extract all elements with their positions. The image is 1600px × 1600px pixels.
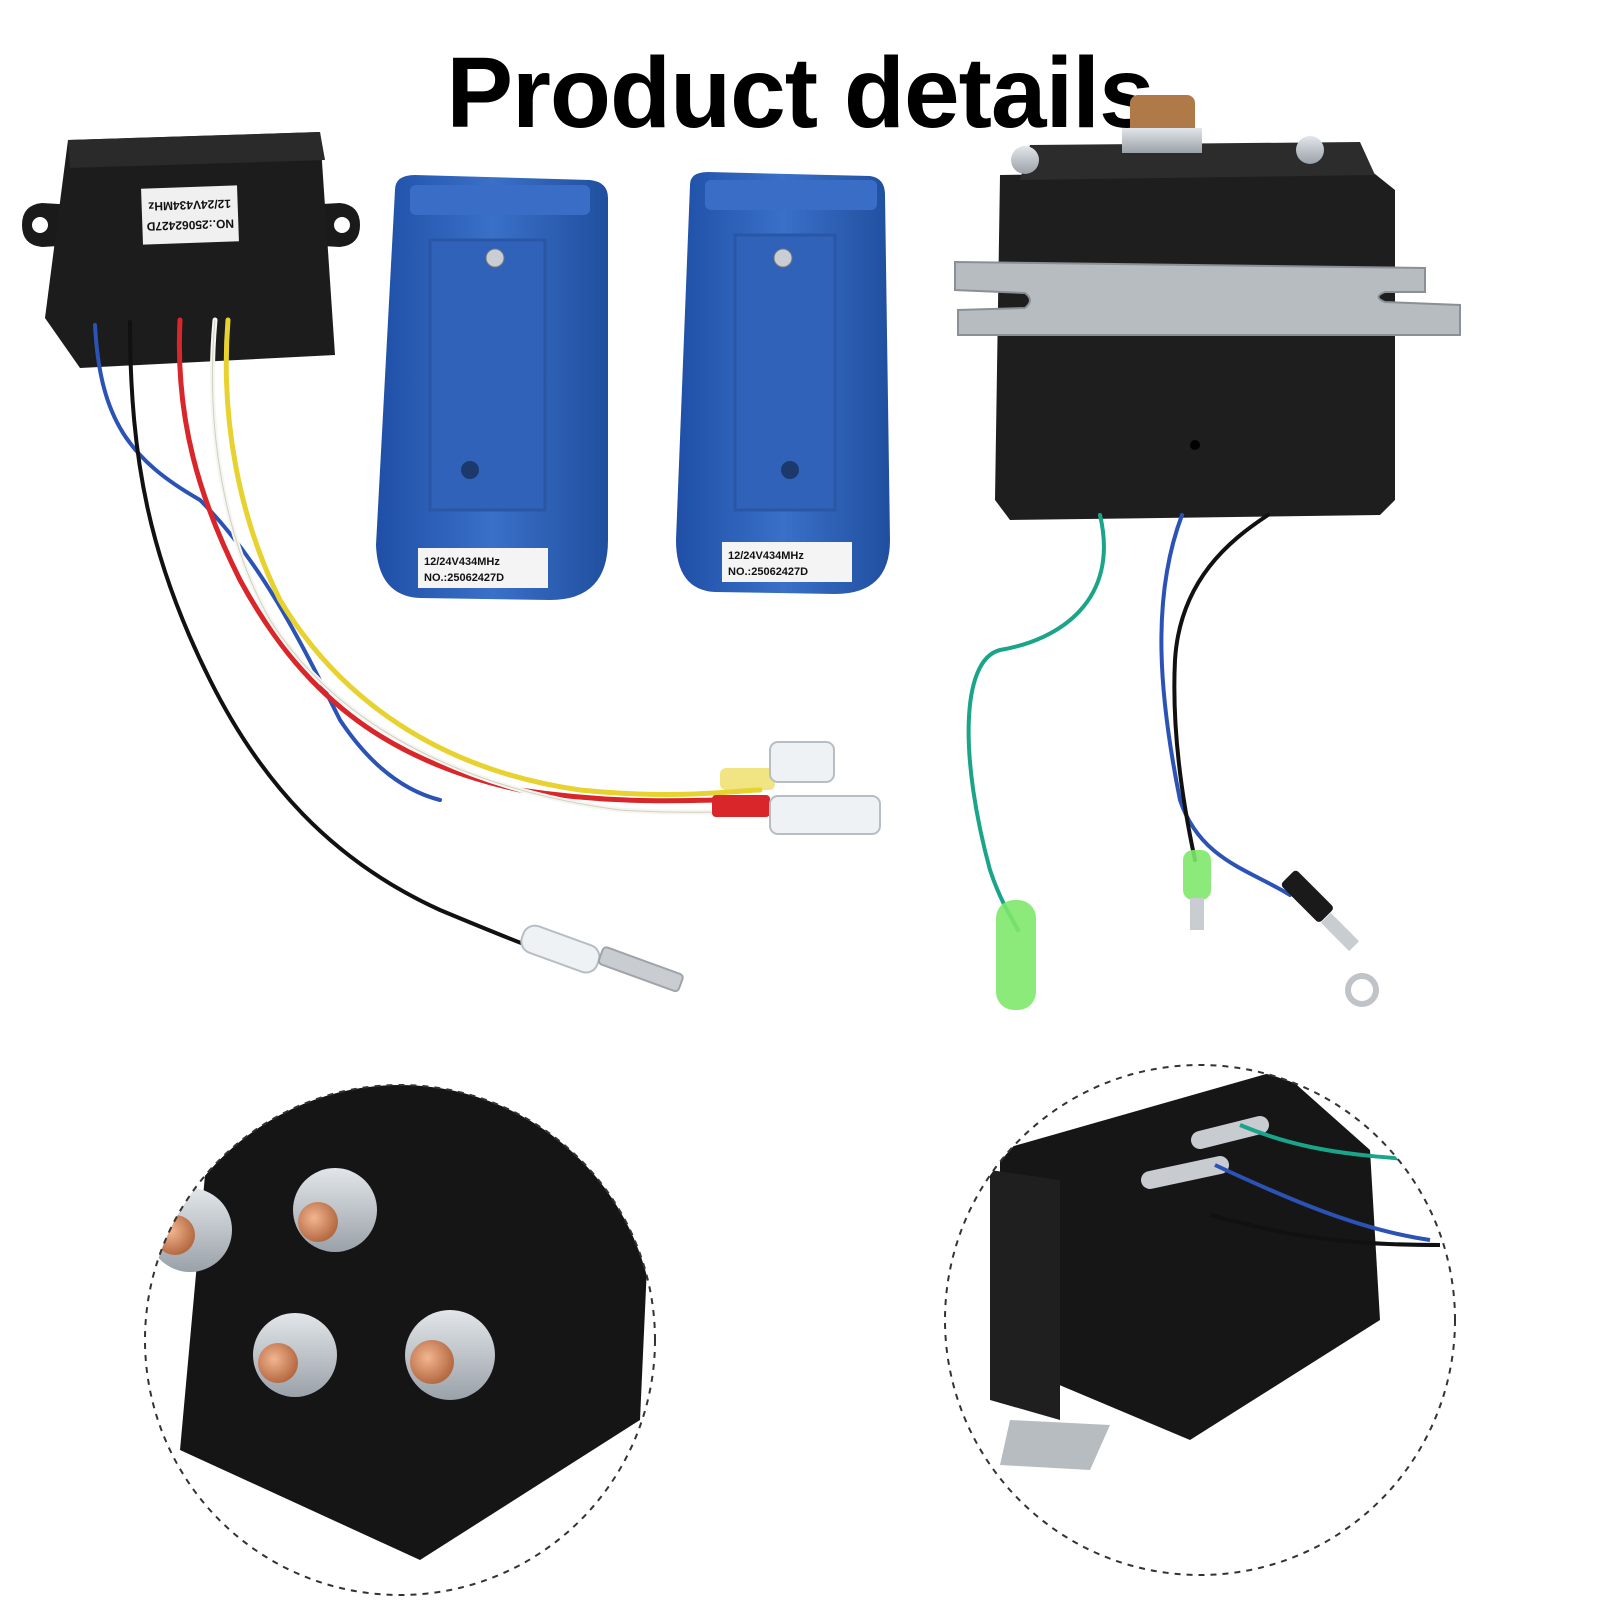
- green-terminal-right: [1183, 850, 1211, 930]
- terminal-stud-2: [293, 1168, 377, 1252]
- spade-terminal-bottom: [712, 795, 881, 835]
- remote-right-label-line1: 12/24V434MHz: [728, 550, 804, 562]
- contactor-wires: [966, 513, 1292, 932]
- contactor-box: [954, 95, 1461, 520]
- remote-left: 12/24V434MHz NO.:25062427D: [376, 175, 608, 600]
- ring-terminal: [1281, 870, 1379, 1007]
- mounting-bracket: [954, 260, 1461, 336]
- remote-left-label-line2: NO.:25062427D: [424, 572, 504, 584]
- receiver-label-line2: 12/24V434MHz: [148, 197, 231, 214]
- terminal-stud-3: [253, 1313, 337, 1397]
- page-title: Product details: [446, 37, 1154, 149]
- detail-circle-terminals: [144, 1084, 656, 1596]
- receiver-label-line1: NO.:25062427D: [146, 216, 234, 233]
- terminal-stud-4: [405, 1310, 495, 1400]
- bullet-connector: [520, 924, 684, 993]
- detail-circle-connectors: [944, 1064, 1456, 1576]
- remote-right: 12/24V434MHz NO.:25062427D: [676, 172, 890, 594]
- receiver-box: NO.:25062427D 12/24V434MHz: [22, 132, 360, 368]
- remote-right-label-line2: NO.:25062427D: [728, 566, 808, 578]
- terminal-stud-1: [148, 1188, 232, 1272]
- remote-left-label-line1: 12/24V434MHz: [424, 556, 500, 568]
- spade-terminal-top: [720, 741, 835, 790]
- green-terminal-left: [996, 900, 1036, 1010]
- receiver-wires: [93, 317, 773, 952]
